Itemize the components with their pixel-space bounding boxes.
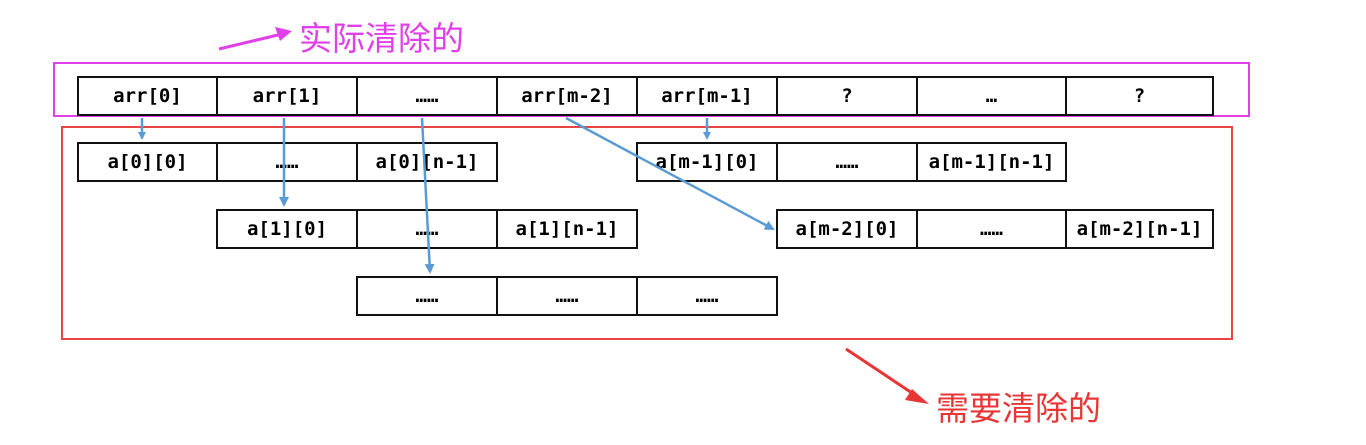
row-1-cell: …… <box>356 209 498 249</box>
row-mid-cell: …… <box>356 276 498 316</box>
needed-cleared-label: 需要清除的 <box>936 389 1101 428</box>
row-mid-cell: …… <box>496 276 638 316</box>
row-m1-cell: a[m-1][n-1] <box>916 142 1067 182</box>
actual-cleared-region <box>53 62 1250 117</box>
row-mid-cell: …… <box>636 276 778 316</box>
actual-cleared-label: 实际清除的 <box>299 19 464 58</box>
row-m2-cell: …… <box>916 209 1067 249</box>
row-1-cell: a[1][n-1] <box>496 209 638 249</box>
arr-cell: arr[m-2] <box>496 76 638 116</box>
actual-callout-head <box>275 27 292 41</box>
row-1-cell: a[1][0] <box>216 209 358 249</box>
row-m2-cell: a[m-2][0] <box>776 209 918 249</box>
actual-callout-line <box>218 32 283 51</box>
arr-cell: arr[0] <box>77 76 218 116</box>
arr-cell: arr[m-1] <box>636 76 778 116</box>
arr-cell: … <box>916 76 1067 116</box>
row-0-cell: …… <box>216 142 358 182</box>
row-0-cell: a[0][n-1] <box>356 142 498 182</box>
arr-cell: arr[1] <box>216 76 358 116</box>
needed-callout-line <box>845 347 919 399</box>
arr-cell: …… <box>356 76 498 116</box>
row-m2-cell: a[m-2][n-1] <box>1065 209 1214 249</box>
arr-cell: ? <box>1065 76 1214 116</box>
row-m1-cell: …… <box>776 142 918 182</box>
row-m1-cell: a[m-1][0] <box>636 142 778 182</box>
arr-cell: ? <box>776 76 918 116</box>
row-0-cell: a[0][0] <box>77 142 218 182</box>
needed-callout-head <box>905 389 929 404</box>
